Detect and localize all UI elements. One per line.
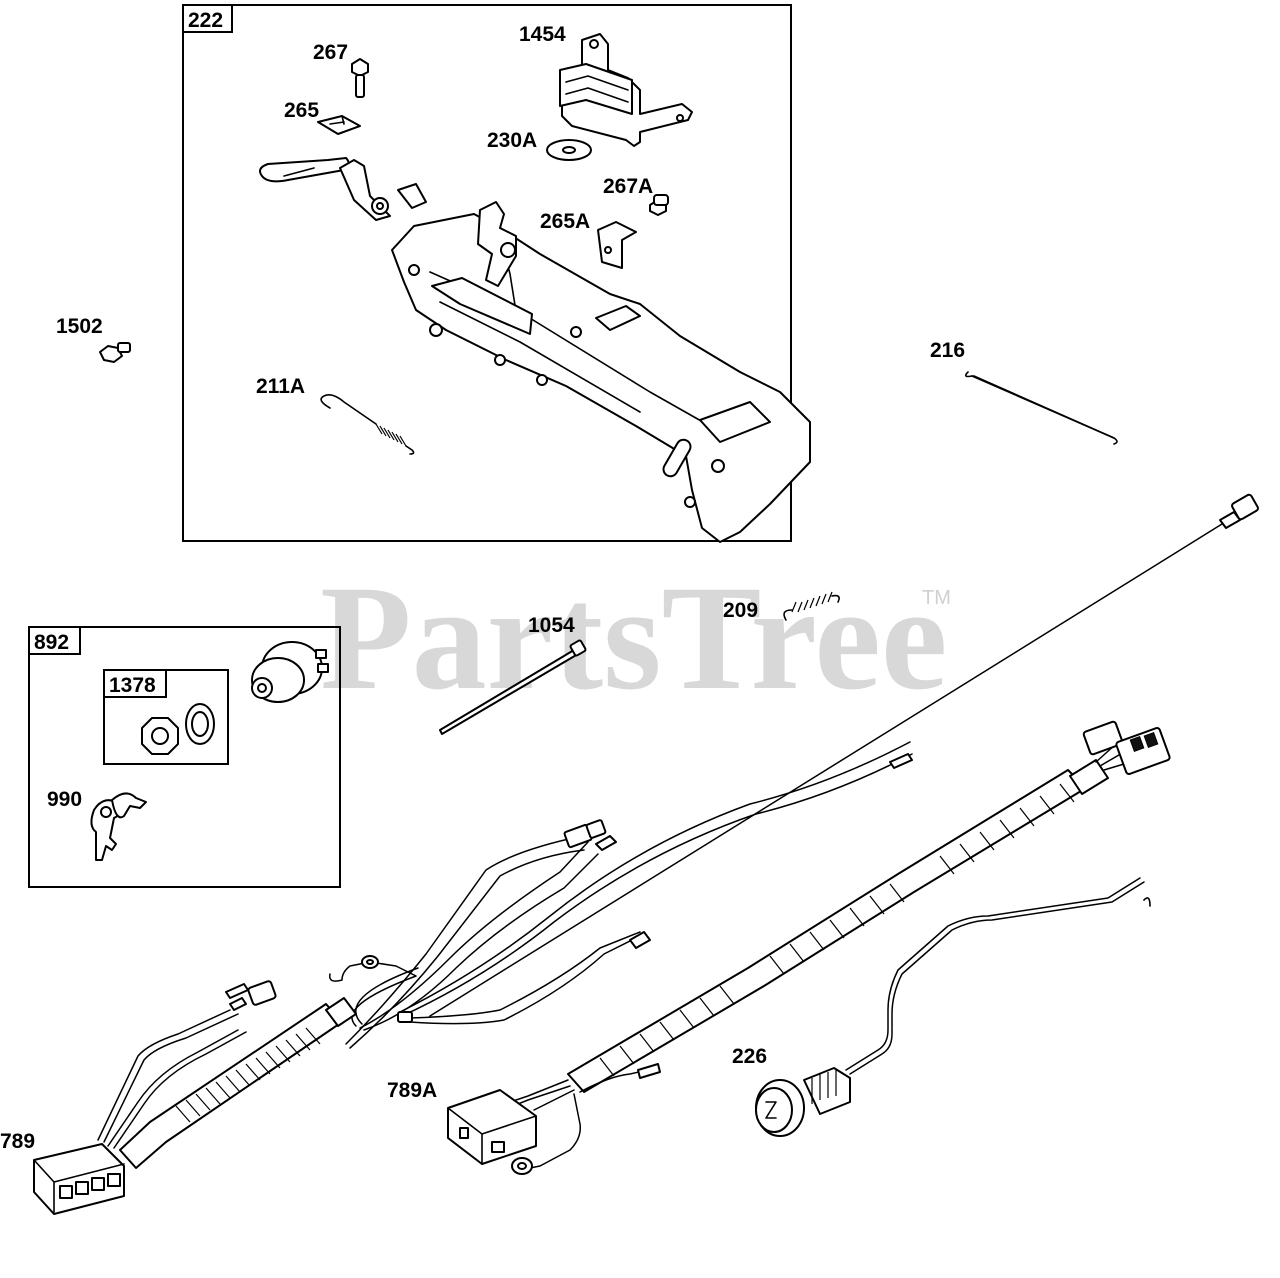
label-990: 990 <box>47 788 82 811</box>
part-265A-clip[interactable] <box>597 221 637 269</box>
lead-wire-long <box>429 493 1259 1017</box>
part-230A-washer[interactable] <box>546 139 592 161</box>
part-211A-spring[interactable] <box>320 394 415 455</box>
label-789: 789 <box>0 1130 35 1153</box>
part-209-spring[interactable] <box>783 591 840 621</box>
part-1502-bolt[interactable] <box>99 342 131 363</box>
group-1378-box: 1378 <box>103 669 229 765</box>
part-892-ignition-switch[interactable] <box>251 641 329 703</box>
label-209: 209 <box>723 599 758 622</box>
label-211A: 211A <box>256 375 305 398</box>
group-222-label: 222 <box>188 9 223 32</box>
part-226-choke-control[interactable] <box>755 877 1151 1137</box>
group-222-box: 222 <box>182 4 792 542</box>
part-222-control-bracket[interactable] <box>259 157 811 543</box>
part-1454-bracket[interactable] <box>559 33 693 147</box>
label-267: 267 <box>313 41 348 64</box>
label-1454: 1454 <box>519 23 566 46</box>
part-1378-nut-and-washer[interactable] <box>141 703 215 755</box>
group-1378-label: 1378 <box>109 674 156 697</box>
label-230A: 230A <box>487 129 537 152</box>
label-216: 216 <box>930 339 965 362</box>
label-1054: 1054 <box>528 614 575 637</box>
part-1054-cable-tie[interactable] <box>439 639 587 735</box>
part-789-wire-harness[interactable] <box>33 741 913 1215</box>
label-267A: 267A <box>603 175 653 198</box>
label-265: 265 <box>284 99 319 122</box>
part-265-clip[interactable] <box>317 115 361 135</box>
part-216-link-rod[interactable] <box>964 371 1118 445</box>
part-267A-bolt[interactable] <box>649 194 669 216</box>
label-226: 226 <box>732 1045 767 1068</box>
label-1502: 1502 <box>56 315 103 338</box>
part-990-keys[interactable] <box>90 792 147 861</box>
label-265A: 265A <box>540 210 590 233</box>
part-267-bolt[interactable] <box>351 58 369 98</box>
group-892-label: 892 <box>34 631 69 654</box>
group-892-box: 892 <box>28 626 341 888</box>
part-789A-wire-harness[interactable] <box>447 720 1171 1175</box>
watermark-text: PartsTree <box>320 555 947 721</box>
label-789A: 789A <box>387 1079 437 1102</box>
watermark-trademark: TM <box>922 587 951 609</box>
